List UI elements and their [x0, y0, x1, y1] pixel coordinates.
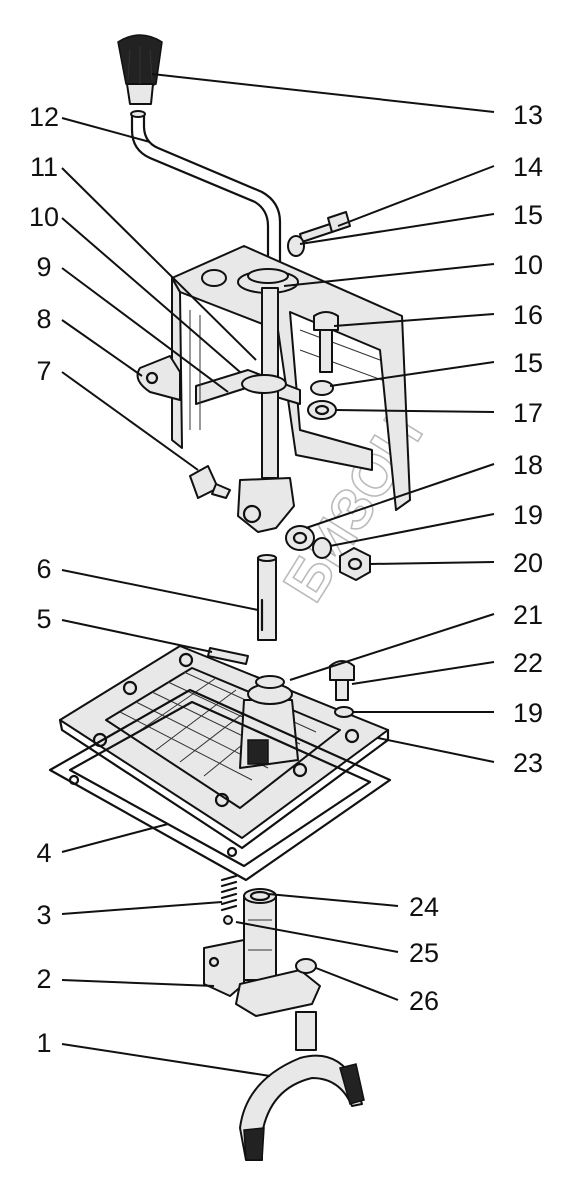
callout-19-lower: 19	[513, 698, 543, 728]
leader-16	[333, 313, 495, 327]
washer-18-part	[285, 525, 315, 551]
leader-5	[61, 619, 213, 653]
bolt-16-part	[313, 311, 339, 373]
callout-17: 17	[513, 398, 543, 428]
leader-22	[351, 661, 495, 685]
pin-7-part	[189, 465, 231, 499]
callout-15-lower: 15	[513, 348, 543, 378]
leader-19a	[329, 513, 495, 547]
bracket-part	[203, 939, 321, 1017]
leader-3	[61, 901, 223, 915]
leader-20	[369, 561, 495, 565]
callout-13: 13	[513, 100, 543, 130]
pin-5-part	[207, 647, 249, 665]
callout-10-left: 10	[29, 202, 59, 232]
leader-26	[315, 967, 399, 1001]
leader-25	[235, 921, 399, 953]
leader-lines	[61, 73, 495, 1077]
fork-part	[239, 1011, 365, 1161]
washer-19-lower-part	[334, 706, 354, 718]
washer-19-upper-part	[312, 537, 332, 559]
bolt-14-part	[299, 211, 351, 243]
leader-11	[61, 167, 257, 361]
washer-17-part	[307, 400, 337, 420]
callout-20: 20	[513, 548, 543, 578]
callout-7: 7	[36, 356, 51, 386]
callout-14: 14	[513, 152, 543, 182]
leader-14	[337, 165, 495, 227]
leader-17	[335, 409, 495, 413]
washer-15-lower-part	[310, 380, 334, 396]
sleeve-part	[243, 888, 277, 981]
callout-3: 3	[36, 900, 51, 930]
knob-part	[117, 34, 163, 105]
callout-25: 25	[409, 938, 439, 968]
callout-2: 2	[36, 964, 51, 994]
callout-8: 8	[36, 304, 51, 334]
nut-20-part	[339, 547, 371, 581]
leader-15a	[299, 213, 495, 245]
callout-9: 9	[36, 252, 51, 282]
callout-11: 11	[30, 152, 58, 182]
lever-rod-part	[130, 110, 282, 264]
leader-24	[267, 893, 399, 907]
shaft-6-part	[257, 554, 277, 641]
callout-4: 4	[36, 838, 51, 868]
callout-18: 18	[513, 450, 543, 480]
leader-9	[61, 267, 229, 393]
leader-1	[61, 1043, 271, 1077]
leader-10a	[61, 217, 241, 373]
callout-1: 1	[36, 1028, 51, 1058]
callout-23: 23	[513, 748, 543, 778]
callout-22: 22	[513, 648, 543, 678]
callout-12: 12	[29, 102, 59, 132]
leader-18	[305, 463, 495, 529]
leader-7	[61, 371, 199, 471]
leader-2	[61, 979, 215, 987]
callout-21: 21	[513, 600, 543, 630]
leader-8	[61, 319, 143, 377]
shaft-part	[237, 287, 295, 533]
leader-10b	[283, 263, 495, 287]
callout-24: 24	[409, 892, 439, 922]
washer-15-top-part	[287, 235, 305, 257]
leader-4	[61, 823, 169, 853]
leader-21	[289, 613, 495, 681]
leader-13	[151, 73, 495, 113]
callout-10-right: 10	[513, 250, 543, 280]
callout-19-upper: 19	[513, 500, 543, 530]
callout-26: 26	[409, 986, 439, 1016]
callout-6: 6	[36, 554, 51, 584]
callout-16: 16	[513, 300, 543, 330]
leader-12	[61, 117, 151, 143]
callout-15-top: 15	[513, 200, 543, 230]
leader-23	[377, 737, 495, 763]
gasket-part	[48, 688, 392, 882]
leader-15b	[329, 361, 495, 387]
spring-part	[220, 874, 238, 925]
leader-6	[61, 569, 259, 611]
callout-5: 5	[36, 604, 51, 634]
cover-plate-part	[58, 645, 390, 850]
callout-labels: 13 12 14 11 15 10 10 9 16 8 15 7 17 18 1…	[29, 100, 543, 1058]
